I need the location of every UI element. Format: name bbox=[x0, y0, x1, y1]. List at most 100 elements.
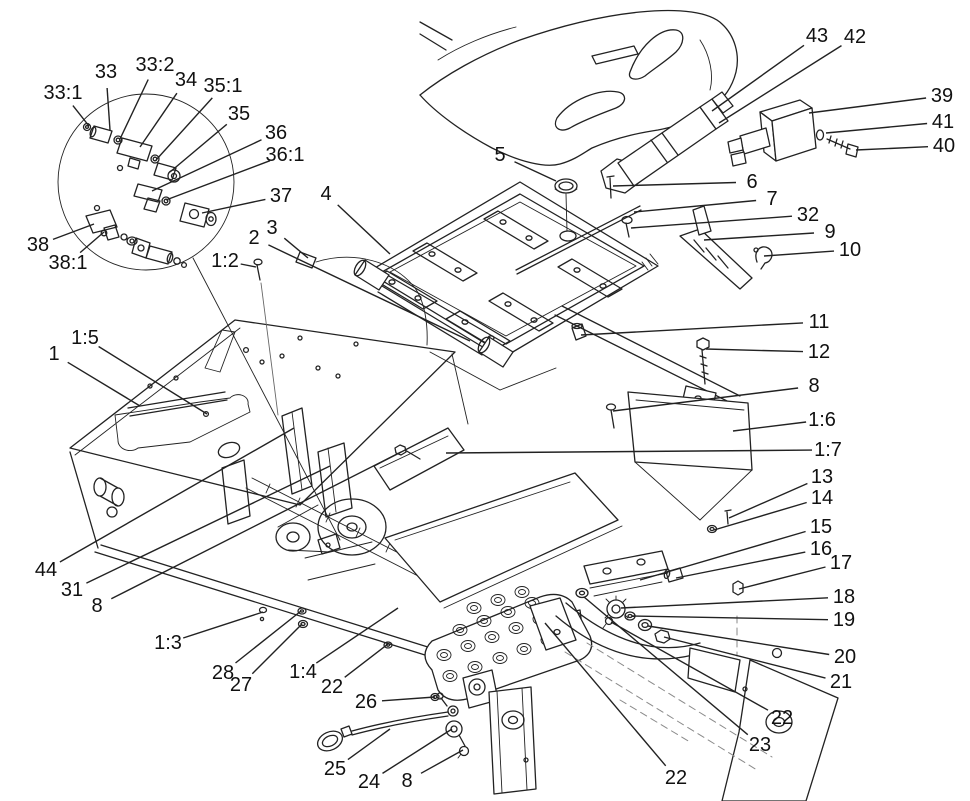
leader-line bbox=[514, 161, 557, 182]
leader-line bbox=[713, 501, 807, 531]
callout-label: 37 bbox=[270, 185, 292, 207]
bolt-40 bbox=[845, 143, 859, 158]
callout-label: 36:1 bbox=[266, 144, 305, 166]
leader-line bbox=[52, 223, 95, 241]
callout-label: 34 bbox=[175, 69, 197, 91]
callout-label: 44 bbox=[35, 559, 57, 581]
pivot-roller bbox=[478, 336, 514, 368]
leader-line bbox=[647, 625, 830, 656]
leader-line bbox=[151, 139, 262, 192]
leader-line bbox=[633, 199, 757, 213]
leader-line bbox=[382, 728, 453, 774]
leader-line bbox=[283, 237, 309, 259]
leader-line bbox=[580, 322, 804, 336]
footrest bbox=[424, 586, 701, 701]
callout-label: 1:2 bbox=[211, 250, 239, 272]
leader-line bbox=[612, 181, 737, 187]
leader-line bbox=[201, 198, 266, 214]
callout-label: 35:1 bbox=[204, 75, 243, 97]
leader-line bbox=[106, 87, 111, 131]
callout-label: 16 bbox=[810, 538, 832, 560]
leader-line bbox=[315, 607, 399, 664]
callout-label: 38:1 bbox=[49, 252, 88, 274]
leader-line bbox=[165, 160, 271, 201]
callout-label: 4 bbox=[320, 183, 331, 205]
leader-line bbox=[583, 596, 749, 736]
callout-label: 17 bbox=[830, 552, 852, 574]
leader-line bbox=[347, 728, 391, 761]
leader-line bbox=[705, 348, 804, 353]
callout-label: 1:5 bbox=[71, 327, 99, 349]
lift-actuator bbox=[727, 99, 859, 167]
leader-line bbox=[445, 449, 813, 454]
callout-label: 36 bbox=[265, 122, 287, 144]
diagram-drawing bbox=[57, 9, 859, 801]
callout-label: 27 bbox=[230, 674, 252, 696]
callout-label: 8 bbox=[401, 770, 412, 792]
callout-label: 31 bbox=[61, 579, 83, 601]
callout-label: 22 bbox=[321, 676, 343, 698]
callout-label: 42 bbox=[844, 26, 866, 48]
callout-label: 33 bbox=[95, 61, 117, 83]
seat-bottom bbox=[419, 9, 738, 166]
callout-label: 33:2 bbox=[136, 54, 175, 76]
latch-parts bbox=[515, 175, 773, 290]
callout-label: 25 bbox=[324, 758, 346, 780]
callout-label: 33:1 bbox=[44, 82, 83, 104]
leader-line bbox=[732, 421, 807, 432]
callout-label: 24 bbox=[358, 771, 380, 793]
seat-plate bbox=[295, 178, 659, 368]
washer-41 bbox=[815, 129, 825, 141]
lanyard-parts bbox=[316, 692, 470, 759]
callout-label: 40 bbox=[933, 135, 955, 157]
callout-label: 1:4 bbox=[289, 661, 317, 683]
leader-line bbox=[630, 215, 793, 229]
leader-line bbox=[612, 387, 799, 412]
leader-line bbox=[703, 232, 815, 241]
callout-label: 26 bbox=[355, 691, 377, 713]
callout-label: 1 bbox=[48, 343, 59, 365]
leader-line bbox=[763, 250, 835, 257]
leader-line bbox=[268, 244, 471, 342]
leader-line bbox=[240, 263, 257, 268]
pivot-roller bbox=[354, 259, 390, 291]
leader-line bbox=[675, 551, 806, 579]
leader-line bbox=[738, 566, 826, 590]
leader-line bbox=[711, 44, 805, 112]
leader-line bbox=[544, 622, 667, 767]
callout-label: 32 bbox=[797, 204, 819, 226]
callout-label: 14 bbox=[811, 487, 833, 509]
callout-label: 38 bbox=[27, 234, 49, 256]
leader-line bbox=[72, 105, 90, 127]
callout-label: 3 bbox=[266, 217, 277, 239]
callout-label: 7 bbox=[766, 188, 777, 210]
leader-line bbox=[728, 482, 808, 519]
callout-label: 22 bbox=[771, 707, 793, 729]
callout-label: 1:3 bbox=[154, 632, 182, 654]
hidden-edges bbox=[564, 642, 773, 771]
leader-line bbox=[251, 623, 303, 675]
leader-line bbox=[155, 97, 213, 161]
callout-label: 15 bbox=[810, 516, 832, 538]
leader-line bbox=[59, 427, 295, 563]
callout-label: 12 bbox=[808, 341, 830, 363]
callout-label: 2 bbox=[248, 227, 259, 249]
callout-label: 23 bbox=[749, 734, 771, 756]
leader-line bbox=[718, 45, 842, 124]
leader-line bbox=[110, 451, 402, 600]
callout-label: 9 bbox=[824, 221, 835, 243]
leader-line bbox=[67, 361, 141, 407]
leader-line bbox=[169, 123, 228, 173]
leader-line bbox=[235, 610, 302, 664]
leader-line bbox=[86, 465, 331, 584]
callout-label: 41 bbox=[932, 111, 954, 133]
leader-line bbox=[182, 611, 264, 639]
leader-line bbox=[639, 530, 806, 581]
leader-line bbox=[381, 696, 436, 702]
callout-label: 39 bbox=[931, 85, 953, 107]
leader-line bbox=[119, 79, 149, 140]
spacer-11 bbox=[571, 323, 587, 341]
leader-line bbox=[620, 597, 829, 609]
